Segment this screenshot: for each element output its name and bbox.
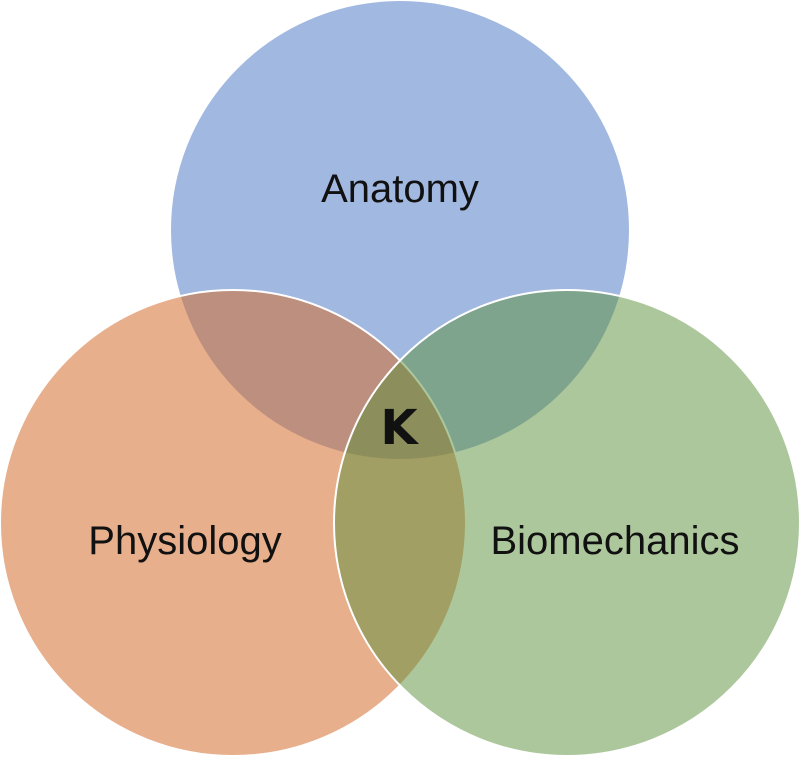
center-intersection-label: K bbox=[380, 400, 419, 456]
venn-circle-biomechanics bbox=[333, 289, 800, 757]
label-physiology: Physiology bbox=[88, 519, 281, 563]
label-anatomy: Anatomy bbox=[321, 167, 479, 211]
label-biomechanics: Biomechanics bbox=[490, 519, 739, 563]
